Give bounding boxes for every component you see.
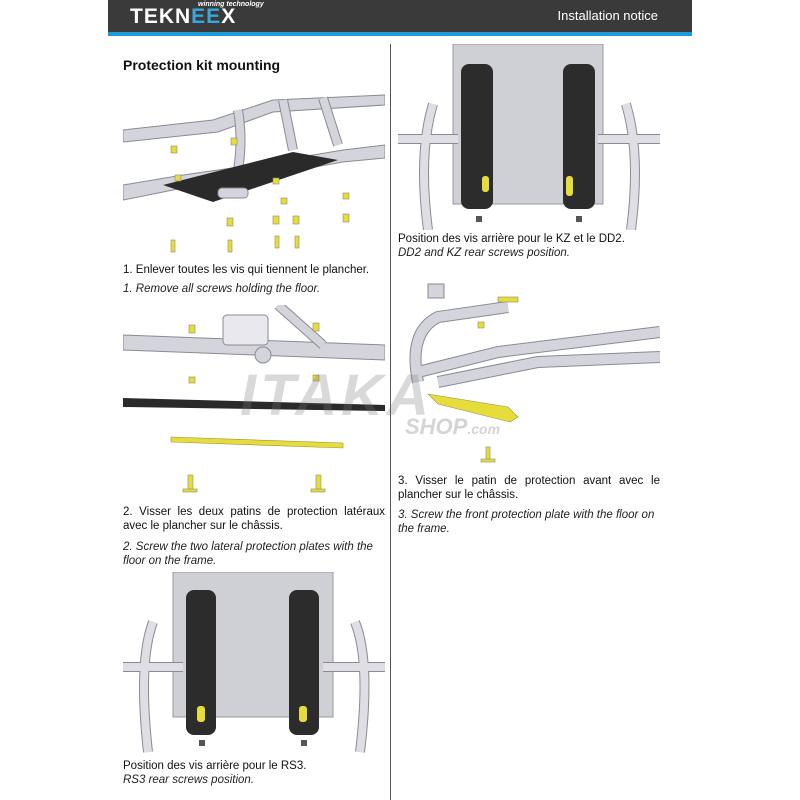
figure-rs3-rear <box>123 572 385 753</box>
rs3-caption-fr: Position des vis arrière pour le RS3. <box>123 760 307 772</box>
column-divider <box>390 44 391 800</box>
brand-tagline: winning technology <box>198 1 264 8</box>
figure-remove-screws <box>123 94 385 253</box>
step-2-fr: 2. Visser les deux patins de protection … <box>123 506 385 532</box>
step-1-en: 1. Remove all screws holding the floor. <box>123 283 321 295</box>
brand-logo: TEKNEEX <box>130 5 237 28</box>
header-bar <box>108 0 692 32</box>
section-title: Installation notice <box>557 8 658 23</box>
step-3-en: 3. Screw the front protection plate with… <box>398 509 655 535</box>
figure-lateral-plates <box>123 305 385 493</box>
kz-dd2-caption-en: DD2 and KZ rear screws position. <box>398 247 570 259</box>
step-3-fr: 3. Visser le patin de protection avant a… <box>398 475 660 501</box>
rs3-caption-en: RS3 rear screws position. <box>123 774 255 786</box>
step-1-fr: 1. Enlever toutes les vis qui tiennent l… <box>123 264 370 276</box>
page-title: Protection kit mounting <box>123 57 281 73</box>
figure-front-plate <box>409 283 660 463</box>
header-accent-stripe <box>108 32 692 36</box>
figure-kz-dd2-rear <box>398 44 660 230</box>
step-2-en: 2. Screw the two lateral protection plat… <box>123 541 373 567</box>
kz-dd2-caption-fr: Position des vis arrière pour le KZ et l… <box>398 233 625 245</box>
